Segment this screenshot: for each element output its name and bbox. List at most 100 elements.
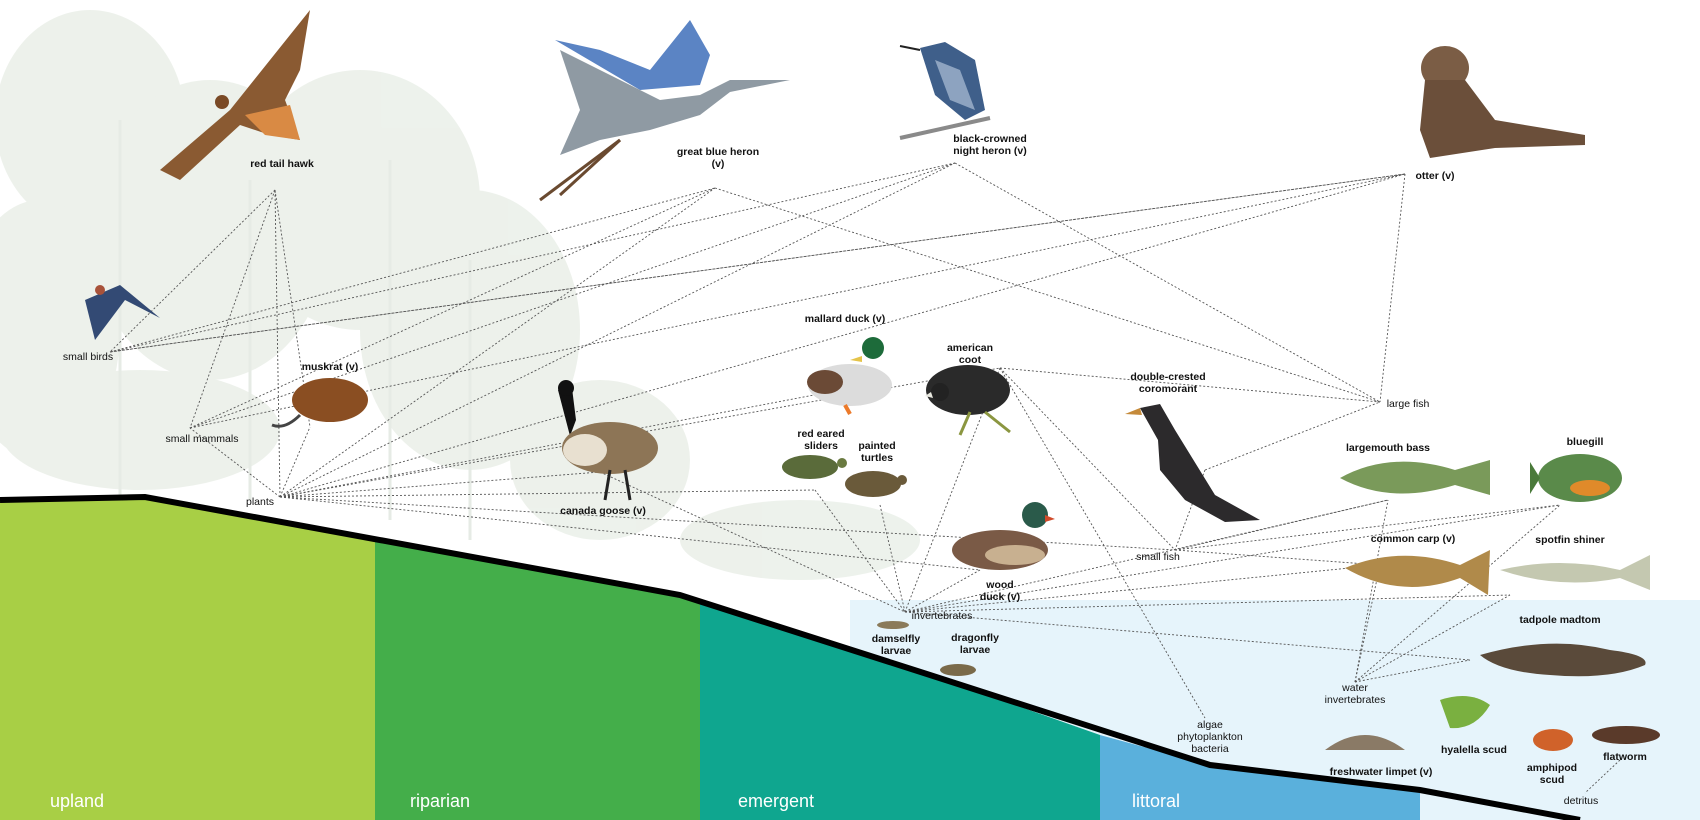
swallow-icon xyxy=(85,285,160,340)
node-label-otter: otter (v) xyxy=(1415,170,1454,182)
node-label-plants: plants xyxy=(246,496,274,508)
link-small_fish-bluegill xyxy=(1174,504,1561,551)
link-small_fish-largemouth_bass xyxy=(1174,499,1389,551)
link-plants-great_blue_heron xyxy=(279,187,716,498)
link-double_crested_cormorant-large_fish xyxy=(1204,401,1381,471)
link-small_mammals-great_blue_heron xyxy=(189,187,716,429)
bluegill-icon xyxy=(1530,454,1622,502)
node-label-line: otter (v) xyxy=(1415,170,1454,182)
link-plants-canada_goose xyxy=(279,471,601,498)
node-label-line: double-crested xyxy=(1130,371,1205,383)
link-water_invertebrates-bluegill xyxy=(1354,504,1561,683)
node-label-line: canada goose (v) xyxy=(560,505,646,517)
link-plants-small_mammals xyxy=(189,427,281,498)
node-label-line: bluegill xyxy=(1567,436,1604,448)
node-label-canada-goose: canada goose (v) xyxy=(560,505,646,517)
node-label-line: red eared xyxy=(797,428,844,440)
animal-illustrations xyxy=(85,10,1660,751)
heron-icon xyxy=(539,20,790,202)
node-label-line: phytoplankton xyxy=(1177,731,1243,743)
node-label-line: coot xyxy=(959,354,982,366)
goose-icon xyxy=(558,380,658,501)
link-plants-muskrat xyxy=(279,426,311,498)
node-label-line: (v) xyxy=(712,158,725,170)
node-label-flatworm: flatworm xyxy=(1603,751,1647,763)
muskrat-icon xyxy=(271,378,368,428)
node-label-line: night heron (v) xyxy=(953,145,1027,157)
node-label-line: water xyxy=(1341,682,1368,694)
node-label-small-birds: small birds xyxy=(63,351,113,363)
node-label-bluegill: bluegill xyxy=(1567,436,1604,448)
zone-emergent xyxy=(700,604,1100,820)
node-label-common-carp: common carp (v) xyxy=(1371,533,1456,545)
node-label-line: largemouth bass xyxy=(1346,442,1430,454)
link-small_mammals-otter xyxy=(189,173,1406,429)
node-label-line: common carp (v) xyxy=(1371,533,1456,545)
hawk-icon xyxy=(160,10,310,180)
node-label-invertebrates: invertebrates xyxy=(912,610,973,622)
limpet-icon xyxy=(1325,735,1405,750)
mallard-icon xyxy=(807,337,892,415)
node-label-line: flatworm xyxy=(1603,751,1647,763)
link-plants-black_crowned_night_heron xyxy=(279,162,956,498)
damselfly-larva-icon xyxy=(877,621,909,629)
madtom-icon xyxy=(1480,643,1646,677)
node-label-line: small mammals xyxy=(166,433,239,445)
link-great_blue_heron-large_fish xyxy=(714,187,1381,403)
node-label-line: coromorant xyxy=(1139,383,1198,395)
node-label-line: amphipod xyxy=(1527,762,1577,774)
node-label-large-fish: large fish xyxy=(1387,398,1430,410)
node-label-muskrat: muskrat (v) xyxy=(302,361,359,373)
node-label-line: plants xyxy=(246,496,274,508)
link-otter-small_birds xyxy=(109,173,1406,353)
link-small_mammals-black_crowned_night_heron xyxy=(189,162,956,429)
node-label-detritus: detritus xyxy=(1564,795,1598,807)
node-label-line: larvae xyxy=(960,644,991,656)
link-red_tail_hawk-small_birds xyxy=(109,189,276,353)
dragonfly-larva-icon xyxy=(940,664,976,676)
flatworm-icon xyxy=(1592,726,1660,744)
node-label-line: large fish xyxy=(1387,398,1430,410)
node-label-line: red tail hawk xyxy=(250,158,314,170)
painted-turtle-icon xyxy=(845,471,907,497)
link-otter-large_fish xyxy=(1379,173,1406,403)
node-label-red-tail-hawk: red tail hawk xyxy=(250,158,314,170)
link-water_invertebrates-tadpole_madtom xyxy=(1354,659,1471,683)
link-plants-small_fish xyxy=(279,496,1176,551)
link-invertebrates-common_carp xyxy=(904,564,1381,613)
amphipod-icon xyxy=(1533,729,1573,751)
node-label-line: duck (v) xyxy=(980,591,1020,603)
node-label-line: larvae xyxy=(881,645,912,657)
zone-upland xyxy=(0,497,375,820)
node-label-hyalella-scud: hyalella scud xyxy=(1441,744,1507,756)
node-label-line: painted xyxy=(858,440,895,452)
node-label-line: hyalella scud xyxy=(1441,744,1507,756)
link-water_invertebrates-spotfin_shiner xyxy=(1354,594,1511,683)
node-label-line: mallard duck (v) xyxy=(805,313,886,325)
night-heron-icon xyxy=(899,42,991,140)
link-flatworm-detritus xyxy=(1584,759,1621,794)
zone-riparian xyxy=(375,541,700,820)
link-water_invertebrates-largemouth_bass xyxy=(1354,499,1389,683)
coot-icon xyxy=(925,365,1011,436)
link-plants-red_eared_sliders xyxy=(279,489,816,498)
node-label-line: invertebrates xyxy=(912,610,973,622)
node-label-line: scud xyxy=(1540,774,1565,786)
node-label-line: black-crowned xyxy=(953,133,1027,145)
node-label-mallard-duck: mallard duck (v) xyxy=(805,313,886,325)
node-label-line: dragonfly xyxy=(951,632,999,644)
node-label-line: turtles xyxy=(861,452,893,464)
otter-icon xyxy=(1420,46,1585,158)
link-plants-otter xyxy=(279,173,1406,498)
zone-littoral xyxy=(1100,735,1420,820)
link-plants-mallard_duck xyxy=(279,389,841,498)
node-label-line: spotfin shiner xyxy=(1535,534,1604,546)
node-label-tadpole-madtom: tadpole madtom xyxy=(1519,614,1600,626)
